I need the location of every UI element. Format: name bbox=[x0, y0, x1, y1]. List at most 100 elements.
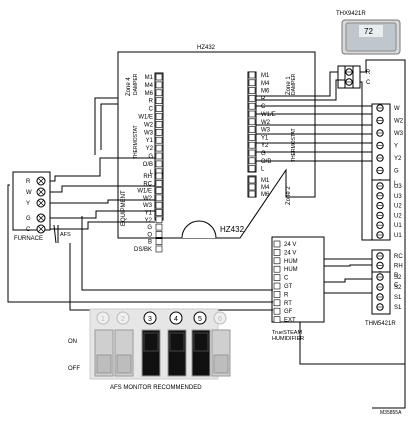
terminal-label: Y2 bbox=[261, 143, 269, 149]
thm-terminal-label: C bbox=[394, 283, 399, 289]
terminal-label: W1/E bbox=[137, 189, 152, 195]
terminal-screw bbox=[273, 282, 281, 290]
thm-terminal-label: G bbox=[394, 169, 399, 175]
dip-switch-knob bbox=[143, 332, 159, 352]
thm-terminal-label: S1 bbox=[394, 295, 402, 301]
terminal-screw bbox=[155, 172, 163, 180]
terminal-screw bbox=[248, 126, 256, 133]
terminal-screw bbox=[273, 299, 281, 307]
terminal-screw bbox=[155, 180, 163, 187]
terminal-label: M4 bbox=[261, 185, 270, 191]
hz432-panel: HZ432 HZ432 Zone 4 DAMPER THERMOSTAT M1M… bbox=[117, 45, 316, 253]
thm-terminal-label: U2 bbox=[394, 213, 402, 219]
thm-terminal-label: U3 bbox=[394, 184, 402, 190]
terminal-label: C bbox=[149, 107, 154, 113]
furnace-label: FURNACE bbox=[14, 236, 43, 242]
thm-terminal-label: W3 bbox=[394, 131, 404, 137]
terminal-screw bbox=[155, 129, 163, 136]
terminal-label: W3 bbox=[261, 128, 271, 134]
terminal-label: G bbox=[147, 225, 152, 231]
terminal-label: O bbox=[147, 232, 152, 238]
terminal-label: M4 bbox=[145, 83, 154, 89]
furnace-terminal-label: C bbox=[26, 227, 31, 233]
afs-label: AFS bbox=[60, 232, 71, 238]
furnace-terminal-label: W bbox=[26, 190, 32, 196]
dip-number: 4 bbox=[174, 316, 178, 323]
terminal-label: M1 bbox=[261, 178, 270, 184]
terminal-screw bbox=[248, 110, 256, 118]
terminal-label: Y2 bbox=[145, 218, 153, 224]
terminal-label: HUM bbox=[284, 259, 298, 265]
terminal-label: W3 bbox=[143, 203, 153, 209]
terminal-label: G bbox=[148, 154, 153, 160]
terminal-screw bbox=[155, 97, 163, 104]
zone1-thermostat-label: THERMOSTAT bbox=[291, 128, 297, 162]
terminal-label: Y2 bbox=[146, 146, 154, 152]
terminal-screw bbox=[155, 245, 163, 253]
terminal-screw bbox=[273, 249, 281, 256]
terminal-label: 24 V bbox=[284, 242, 296, 248]
dip-number-circle bbox=[193, 311, 207, 325]
wiring bbox=[7, 59, 406, 409]
terminal-label: W1/E bbox=[138, 115, 153, 121]
hz432-top-label: HZ432 bbox=[197, 45, 216, 51]
terminal-screw bbox=[155, 187, 163, 194]
dip-number: 2 bbox=[121, 316, 125, 323]
thm-terminal-label: S2 bbox=[394, 275, 402, 281]
terminal-label: RH bbox=[143, 174, 152, 180]
furnace-terminal-label: Y bbox=[26, 201, 30, 207]
terminal-screw bbox=[273, 257, 281, 265]
dip-number: 1 bbox=[101, 316, 105, 323]
terminal-label: GF bbox=[284, 309, 293, 315]
thm-terminal-label: R bbox=[366, 70, 371, 76]
thx-model-label: THX9421R bbox=[336, 11, 366, 17]
thm-terminal-label: U1 bbox=[394, 223, 402, 229]
terminal-label: R bbox=[284, 292, 289, 298]
terminal-screw bbox=[155, 223, 163, 231]
terminal-screw bbox=[248, 87, 256, 94]
dip-on-label: ON bbox=[68, 339, 77, 345]
terminal-screw bbox=[248, 149, 256, 157]
terminal-label: W2 bbox=[261, 120, 271, 126]
furnace-terminal-label: G bbox=[26, 216, 31, 222]
terminal-label: M1 bbox=[261, 73, 270, 79]
terminal-label: Y1 bbox=[145, 211, 153, 217]
thm-terminal-label: Y2 bbox=[394, 156, 402, 162]
terminal-screw bbox=[273, 316, 281, 323]
terminal-screw bbox=[155, 73, 163, 81]
terminal-screw bbox=[155, 136, 163, 144]
terminal-screw bbox=[248, 79, 256, 87]
terminal-label: R bbox=[261, 96, 266, 102]
thm-terminal-label: R bbox=[394, 273, 399, 279]
dip-switch-knob bbox=[96, 354, 112, 374]
terminal-screw bbox=[155, 209, 163, 216]
terminal-label: B bbox=[148, 240, 152, 246]
terminal-screw bbox=[155, 160, 163, 168]
dip-off-label: OFF bbox=[68, 366, 80, 372]
terminal-screw bbox=[155, 89, 163, 97]
terminal-screw bbox=[248, 190, 256, 198]
thm-terminal-label: S2 bbox=[394, 285, 402, 291]
dip-number-circle bbox=[213, 311, 227, 325]
terminal-label: W3 bbox=[144, 130, 154, 136]
terminal-label: RT bbox=[284, 301, 292, 307]
terminal-screw bbox=[155, 231, 163, 238]
terminal-screw bbox=[155, 194, 163, 202]
terminal-screw bbox=[248, 141, 256, 149]
dip-number-circle bbox=[116, 311, 130, 325]
terminal-screw bbox=[155, 201, 163, 209]
dip-caption: AFS MONITOR RECOMMENDED bbox=[110, 385, 202, 391]
humidifier-label-line2: HUMIDIFIER bbox=[272, 336, 304, 342]
thm-terminal-label: W bbox=[394, 106, 400, 112]
thm-terminal-label: U2 bbox=[394, 204, 402, 210]
thm-terminal-label: W2 bbox=[394, 119, 404, 125]
terminal-label: L bbox=[150, 170, 154, 176]
zone4-damper-label: DAMPER bbox=[133, 73, 139, 95]
terminal-label: W2 bbox=[144, 122, 154, 128]
zone2-title: Zone 2 bbox=[286, 186, 292, 205]
figure-id: M35855A bbox=[380, 410, 402, 416]
humidifier-label-line1: TrueSTEAM bbox=[272, 330, 302, 336]
